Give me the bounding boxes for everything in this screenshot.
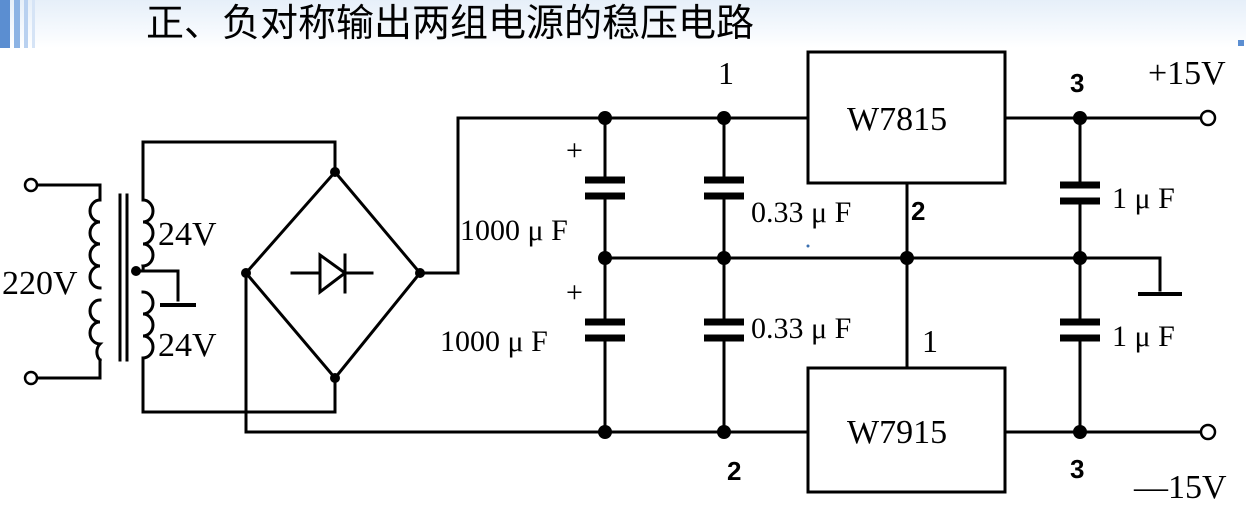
title-accent-stripe xyxy=(32,0,35,48)
junction-dot xyxy=(717,111,731,125)
title-accent-stripe xyxy=(24,0,28,48)
w7915-box xyxy=(806,366,1007,494)
w7815-pin-in: 1 xyxy=(718,55,734,91)
w7815-pin-gnd: 2 xyxy=(911,196,925,226)
secondary-top-lead xyxy=(141,140,337,202)
w7915-pin-in: 2 xyxy=(727,456,741,486)
rectifier-pos-output xyxy=(418,116,810,275)
stray-dot xyxy=(806,244,810,248)
junction-dot xyxy=(1073,251,1087,265)
c033-upper-label: 0.33 μ F xyxy=(751,196,851,229)
junction-dot xyxy=(598,251,612,265)
title-accent-stripe xyxy=(14,0,20,48)
w7815-label: W7815 xyxy=(847,101,947,138)
junction-dot xyxy=(1073,111,1087,125)
c1000-upper-label: 1000 μ F xyxy=(460,214,568,247)
junction-dot xyxy=(131,266,141,276)
output-terminal-pos xyxy=(1199,109,1217,127)
junction-dot xyxy=(415,268,425,278)
secondary-winding xyxy=(141,198,155,360)
junction-dot xyxy=(717,425,731,439)
c1000-upper-plus: + xyxy=(566,134,583,167)
junction-dot xyxy=(1073,425,1087,439)
w7815-box xyxy=(806,50,1007,185)
c1000-lower-label: 1000 μ F xyxy=(440,325,548,358)
slide-title: 正、负对称输出两组电源的稳压电路 xyxy=(146,1,755,45)
upper-winding-label: 24V xyxy=(158,216,217,253)
primary-winding xyxy=(88,198,104,363)
secondary-bottom-lead xyxy=(141,356,337,414)
c1u-upper-label: 1 μ F xyxy=(1112,182,1175,215)
junction-dot xyxy=(900,251,914,265)
lower-winding-label: 24V xyxy=(158,327,217,364)
centre-tap-lead xyxy=(134,269,180,302)
diode-triangle xyxy=(318,252,348,296)
bridge-rectifier xyxy=(244,169,422,381)
output-terminal-neg xyxy=(1199,423,1217,441)
c1000-lower-plus: + xyxy=(566,276,583,309)
w7915-pin-out: 3 xyxy=(1070,454,1084,484)
junction-dot xyxy=(598,425,612,439)
junction-dot xyxy=(598,111,612,125)
input-voltage-label: 220V xyxy=(2,265,78,302)
junction-dot xyxy=(241,268,251,278)
corner-marker xyxy=(1238,40,1244,46)
junction-dot xyxy=(717,251,731,265)
junction-dot xyxy=(330,373,340,383)
junction-dot xyxy=(330,167,340,177)
input-lead-bottom xyxy=(36,358,102,380)
c033-lower-label: 0.33 μ F xyxy=(751,312,851,345)
neg-output-label: —15V xyxy=(1133,469,1227,506)
input-lead-top xyxy=(36,183,102,202)
ground-rail xyxy=(603,256,1162,292)
rectifier-neg-output xyxy=(244,271,810,434)
input-terminal-top xyxy=(23,177,39,193)
pos-output-label: +15V xyxy=(1148,55,1226,92)
title-accent-stripe xyxy=(0,0,10,48)
input-terminal-bottom xyxy=(23,370,39,386)
w7915-pin-gnd: 1 xyxy=(922,323,938,359)
c1u-lower-label: 1 μ F xyxy=(1112,320,1175,353)
w7915-label: W7915 xyxy=(847,414,947,451)
title-band: 正、负对称输出两组电源的稳压电路 xyxy=(0,0,1246,48)
w7815-pin-out: 3 xyxy=(1070,68,1084,98)
